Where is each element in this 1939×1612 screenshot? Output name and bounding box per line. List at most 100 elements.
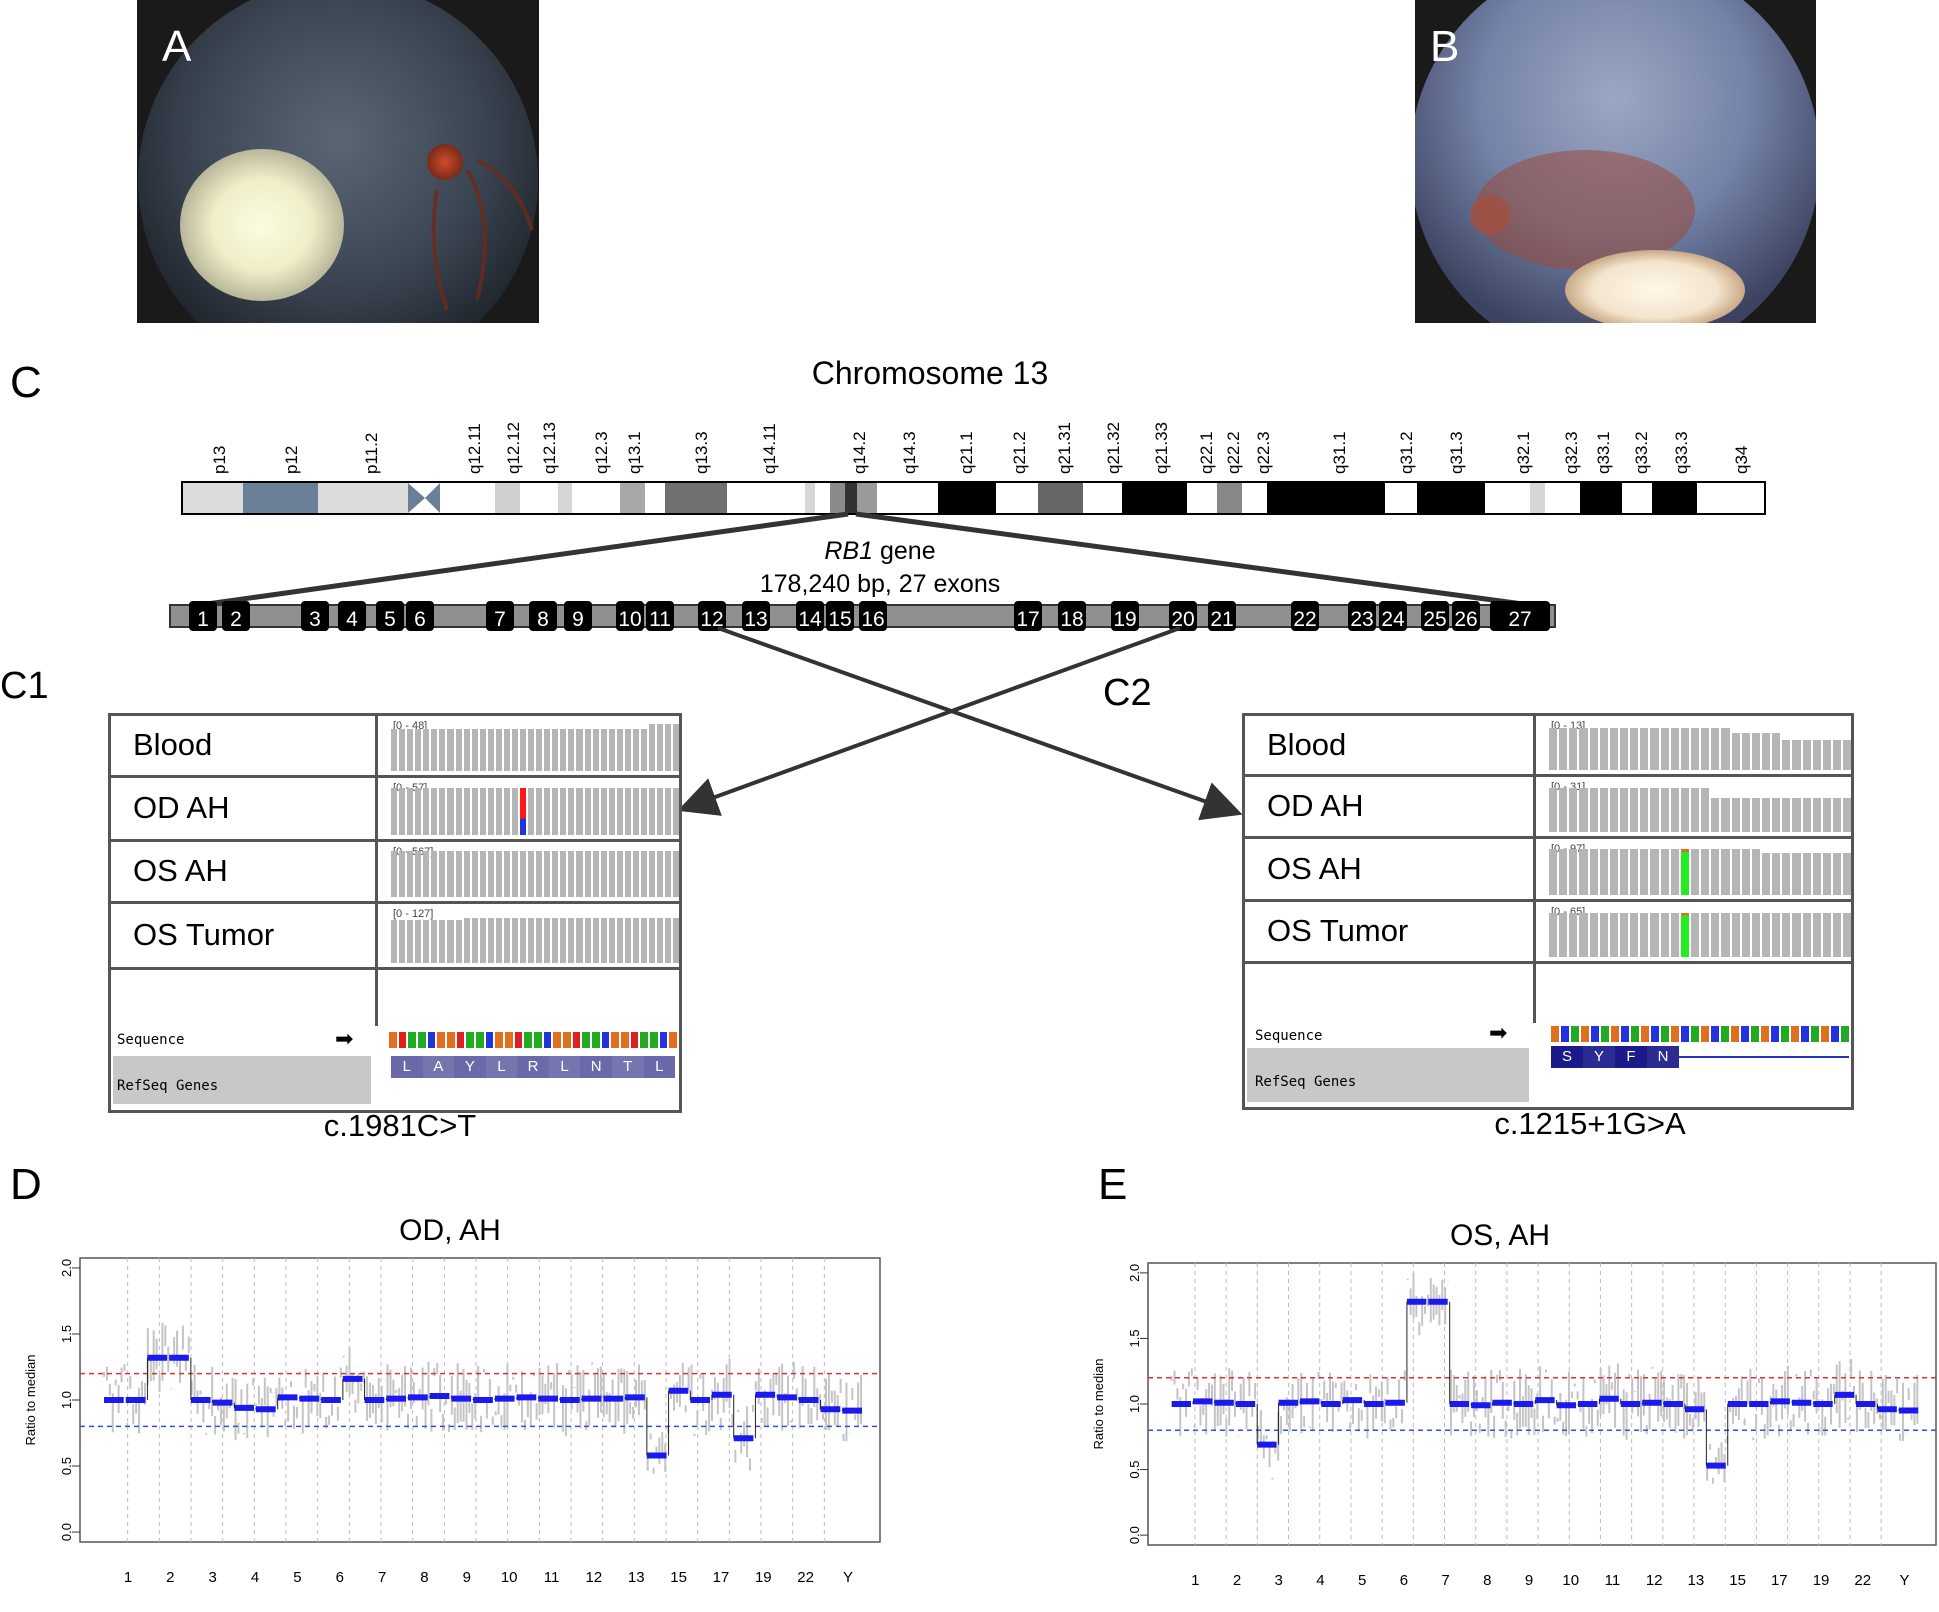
band-label: q21.31 — [1055, 422, 1074, 474]
exon-label: 26 — [1454, 608, 1477, 631]
y-tick-label: 1.5 — [59, 1325, 74, 1343]
variant-c1: c.1981C>T — [323, 1108, 477, 1143]
exon-label: 4 — [346, 608, 358, 631]
base — [621, 1032, 629, 1048]
track-os-tumor: OS Tumor[0 - 65] — [1245, 902, 1851, 964]
exon-label: 10 — [618, 608, 641, 631]
exon-label: 12 — [700, 608, 723, 631]
base — [1781, 1026, 1789, 1042]
base — [1611, 1026, 1619, 1042]
amino-acid: Y — [1583, 1046, 1615, 1068]
exon-label: 9 — [572, 608, 584, 631]
fundus-image-b — [1415, 0, 1816, 323]
band-label: q34 — [1732, 446, 1751, 474]
exon-14: 14 — [796, 601, 824, 631]
track-blood: Blood[0 - 48] — [111, 716, 679, 778]
band-label: q22.1 — [1197, 431, 1216, 474]
igv-panel-c2: Blood[0 - 13]OD AH[0 - 31]OS AH[0 - 97]O… — [1242, 713, 1854, 1110]
exon-label: 11 — [649, 608, 671, 631]
amino-acid: L — [402, 1058, 411, 1075]
base — [456, 1032, 465, 1048]
base — [1551, 1026, 1559, 1042]
base — [1561, 1026, 1569, 1042]
band-label: q33.3 — [1672, 431, 1691, 474]
variant-bar — [1680, 912, 1689, 957]
fundus-b-drawing — [1415, 0, 1816, 323]
chart-title: OS, AH — [1450, 1219, 1550, 1252]
base — [505, 1032, 513, 1048]
exon-label: 17 — [1016, 608, 1039, 631]
x-tick-label: 7 — [378, 1569, 386, 1586]
track-label: OS AH — [1267, 850, 1362, 886]
base — [466, 1032, 475, 1048]
amino-acid: S — [1561, 1048, 1572, 1065]
refseq-label: RefSeq Genes — [117, 1078, 219, 1094]
track-od-ah: OD AH[0 - 31] — [1245, 777, 1851, 839]
exon-label: 2 — [230, 608, 242, 631]
base — [611, 1032, 620, 1048]
base — [563, 1032, 571, 1048]
panel-label-c2: C2 — [1103, 672, 1152, 714]
band-label: q21.32 — [1104, 422, 1123, 474]
amino-acid: L — [655, 1058, 664, 1075]
base — [1641, 1026, 1649, 1042]
base — [1591, 1026, 1599, 1042]
band-label: q12.3 — [592, 431, 611, 474]
coverage-bars — [1549, 908, 1851, 957]
band-label: q33.2 — [1632, 431, 1651, 474]
amino-acid: L — [548, 1056, 581, 1078]
x-tick-label: 3 — [1275, 1572, 1283, 1589]
exon-label: 3 — [309, 608, 321, 631]
x-tick-label: 13 — [1688, 1572, 1705, 1589]
exon-label: 27 — [1508, 608, 1531, 631]
base — [408, 1032, 417, 1048]
x-tick-label: 6 — [336, 1569, 344, 1586]
track-os-tumor: OS Tumor [0 - 127] — [111, 904, 679, 970]
band-label: q33.1 — [1594, 431, 1613, 474]
x-tick-label: 4 — [1316, 1572, 1324, 1589]
band-label: q21.2 — [1010, 431, 1029, 474]
base — [1631, 1026, 1639, 1042]
track-range: [0 - 127] — [393, 908, 434, 920]
chart-title: OD, AH — [399, 1214, 501, 1247]
x-tick-label: 19 — [755, 1569, 772, 1586]
exon-label: 23 — [1350, 608, 1373, 631]
amino-acid: Y — [464, 1058, 475, 1075]
track-od-ah: OD AH[0 - 57] — [111, 778, 679, 842]
base — [1681, 1026, 1689, 1042]
refseq-label-box — [1247, 1048, 1529, 1102]
x-tick-label: 7 — [1441, 1572, 1449, 1589]
band-label: q32.3 — [1562, 431, 1581, 474]
panel-label-b: B — [1430, 22, 1460, 71]
exon-27: 27 — [1490, 601, 1550, 631]
y-tick-label: 0.0 — [1127, 1526, 1142, 1544]
y-tick-label: 2.0 — [59, 1259, 74, 1277]
fundus-a-drawing — [138, 0, 538, 323]
track-label: OS Tumor — [133, 917, 275, 952]
y-tick-label: 0.0 — [59, 1523, 74, 1541]
band-label: q13.3 — [692, 431, 711, 474]
base — [553, 1032, 562, 1048]
amino-acid: R — [527, 1058, 539, 1075]
x-tick-label: 3 — [209, 1569, 217, 1586]
x-tick-label: 11 — [1605, 1572, 1621, 1589]
band-label: q14.3 — [900, 431, 919, 474]
refseq-label: RefSeq Genes — [1255, 1074, 1357, 1090]
x-tick-label: 5 — [1358, 1572, 1366, 1589]
base — [485, 1032, 494, 1048]
band-label: q32.1 — [1514, 431, 1533, 474]
coverage-bars — [1549, 722, 1851, 770]
track-label: OD AH — [133, 790, 230, 825]
band-label: p12 — [282, 446, 301, 474]
band-label: q31.1 — [1330, 431, 1349, 474]
exon-25: 25 — [1421, 601, 1449, 631]
exon-8: 8 — [529, 601, 557, 631]
track-label: OS AH — [133, 853, 228, 888]
x-tick-label: 2 — [166, 1569, 174, 1586]
panel-label-d: D — [10, 1160, 42, 1209]
track-label: OS Tumor — [1267, 913, 1409, 948]
exon-9: 9 — [564, 601, 592, 631]
